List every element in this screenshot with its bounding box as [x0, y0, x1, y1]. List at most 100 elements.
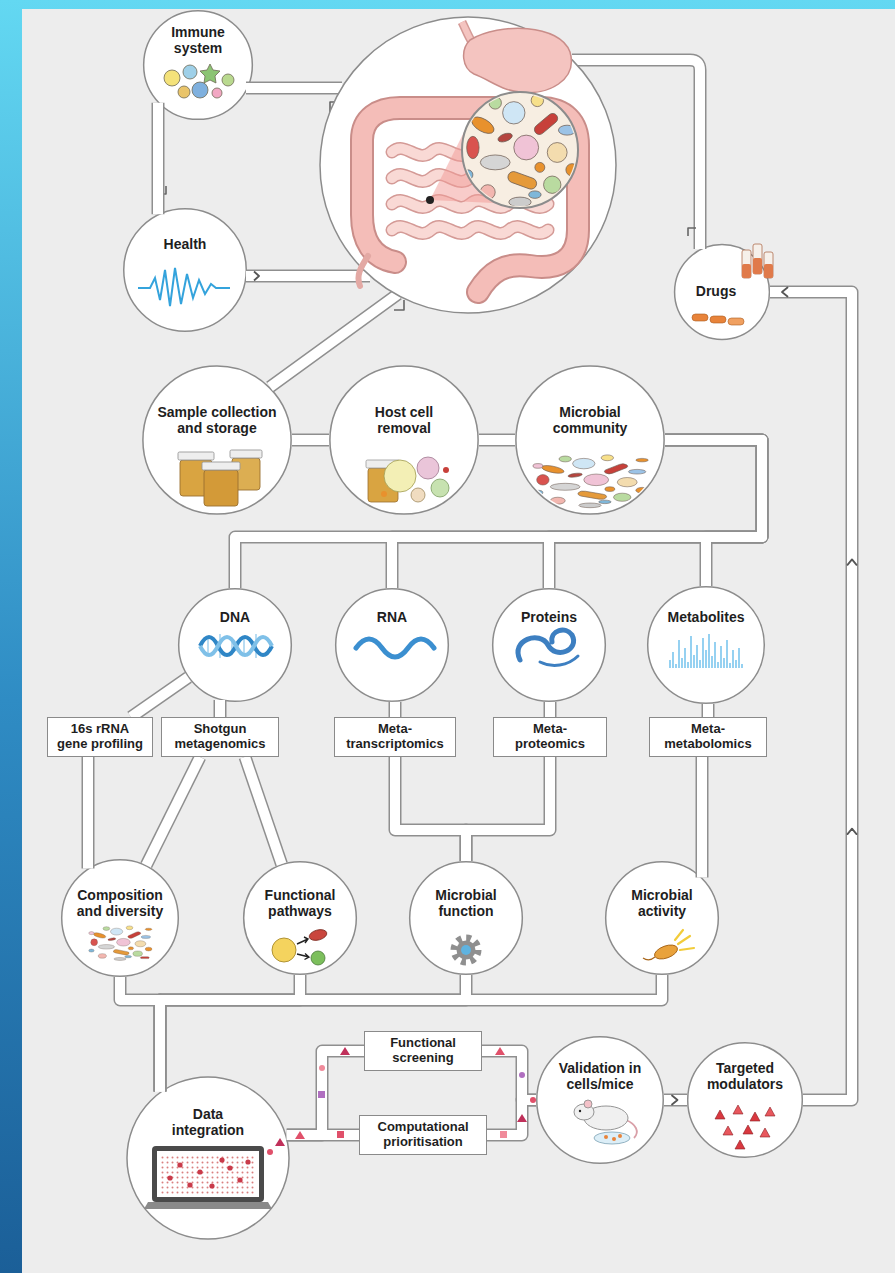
node-label: Drugs [696, 283, 736, 299]
node-label: Composition and diversity [72, 887, 168, 919]
pipe-arrows [672, 1096, 678, 1105]
label-box: Meta-transcriptomics [334, 717, 456, 757]
pipe-outline [665, 440, 762, 586]
pipe-outline [479, 434, 515, 447]
pipe-connector [131, 677, 188, 717]
pipe-connector [235, 440, 762, 588]
pipe-connector [215, 700, 225, 717]
pipe-outline [131, 677, 188, 717]
pathway-icon [272, 928, 328, 965]
node-circle [144, 11, 253, 120]
pipe-outlines [88, 103, 852, 1135]
pipe-outline [770, 292, 852, 1100]
label-box: 16s rRNA gene profiling [47, 717, 153, 757]
pipe-outline [246, 60, 700, 387]
host-cells [366, 457, 449, 502]
pipe-outline [389, 702, 402, 717]
node-label: Microbial community [543, 404, 638, 436]
pipe-layout [158, 60, 700, 387]
circle-node: DNA [178, 588, 292, 702]
node-circle [516, 366, 664, 514]
arrow-chevron [848, 559, 857, 565]
node-label: Microbial activity [622, 887, 702, 919]
pipe-connector [487, 1100, 536, 1135]
pipe-outline [160, 975, 662, 1092]
pipe-outline [214, 700, 227, 717]
pipe-outline [664, 1094, 687, 1107]
node-label: Proteins [521, 609, 577, 625]
zoom-microbes [463, 94, 578, 207]
pipe-arrows [782, 288, 857, 835]
circle-node: Immune system [143, 10, 253, 120]
gut-circle [320, 17, 616, 313]
pipe-outline [287, 1051, 364, 1135]
node-outline [335, 588, 449, 702]
node-circle [62, 860, 179, 977]
pipe-connector [482, 1051, 536, 1100]
node-outline [647, 586, 765, 704]
pipes [88, 103, 852, 1135]
node-circle [330, 366, 478, 514]
node-label: Validation in cells/mice [550, 1060, 650, 1092]
flow-chevron [254, 272, 259, 281]
node-label: Sample collection and storage [150, 404, 285, 436]
composition-microbes [89, 926, 152, 961]
community-microbes [533, 455, 648, 508]
gut-illustration [320, 17, 616, 313]
pipe-connector [160, 975, 300, 1092]
node-label: Shotgun metagenomics [170, 722, 270, 752]
pipe-connector [390, 702, 400, 717]
node-circle [675, 245, 770, 340]
pipe-outline [544, 702, 557, 717]
pipe-connector [146, 757, 200, 865]
circle-node: Metabolites [647, 586, 765, 704]
pipe-connector [153, 103, 163, 214]
pipe-connector [665, 440, 762, 586]
circle-node: RNA [335, 588, 449, 702]
node-label: RNA [377, 609, 407, 625]
pipe-outline [487, 1100, 536, 1135]
protein-ribbon [518, 630, 578, 665]
label-box: Meta-proteomics [493, 717, 607, 757]
pipe-connector [292, 435, 329, 445]
pipe-connector [479, 435, 515, 445]
node-label: Computational prioritisation [368, 1120, 478, 1150]
circle-node: Drugs [674, 244, 770, 340]
pipe-outline [287, 1129, 359, 1142]
circle-node: Targeted modulators [687, 1042, 803, 1158]
pipe-outline [702, 704, 715, 717]
node-circle [606, 862, 719, 975]
pipe-outline [292, 434, 329, 447]
magnifier-point [426, 196, 434, 204]
activity-icon [643, 930, 694, 962]
pipe-outline [696, 757, 709, 877]
node-label: Host cell removal [362, 404, 447, 436]
gear-icon [454, 938, 478, 962]
node-circle [336, 589, 449, 702]
node-circle [648, 587, 765, 704]
arrow-chevron [848, 829, 857, 835]
pipe-outline [160, 975, 300, 1092]
circle-node: Host cell removal [329, 365, 479, 515]
circle-node: Microbial activity [605, 861, 719, 975]
node-outline [515, 365, 665, 515]
pipe-connector [770, 292, 852, 1100]
pipe-connector [466, 757, 550, 861]
node-outline [178, 588, 292, 702]
node-circle [179, 589, 292, 702]
health-waveform [138, 268, 230, 306]
node-label: DNA [220, 609, 250, 625]
pipe-outline [392, 440, 762, 588]
pipe-connector [549, 440, 762, 588]
pipe-outline [235, 440, 762, 588]
pipe-connector [664, 1095, 687, 1105]
circle-node: Microbial function [409, 861, 523, 975]
pipe-connector [120, 977, 160, 1092]
immune-cells [164, 64, 234, 98]
arrow-chevron [672, 1096, 678, 1105]
pipe-outline [245, 757, 282, 864]
appendix [358, 256, 368, 286]
node-label: Functional screening [373, 1036, 473, 1066]
zoom-circle [462, 92, 578, 208]
circle-node: Microbial community [515, 365, 665, 515]
